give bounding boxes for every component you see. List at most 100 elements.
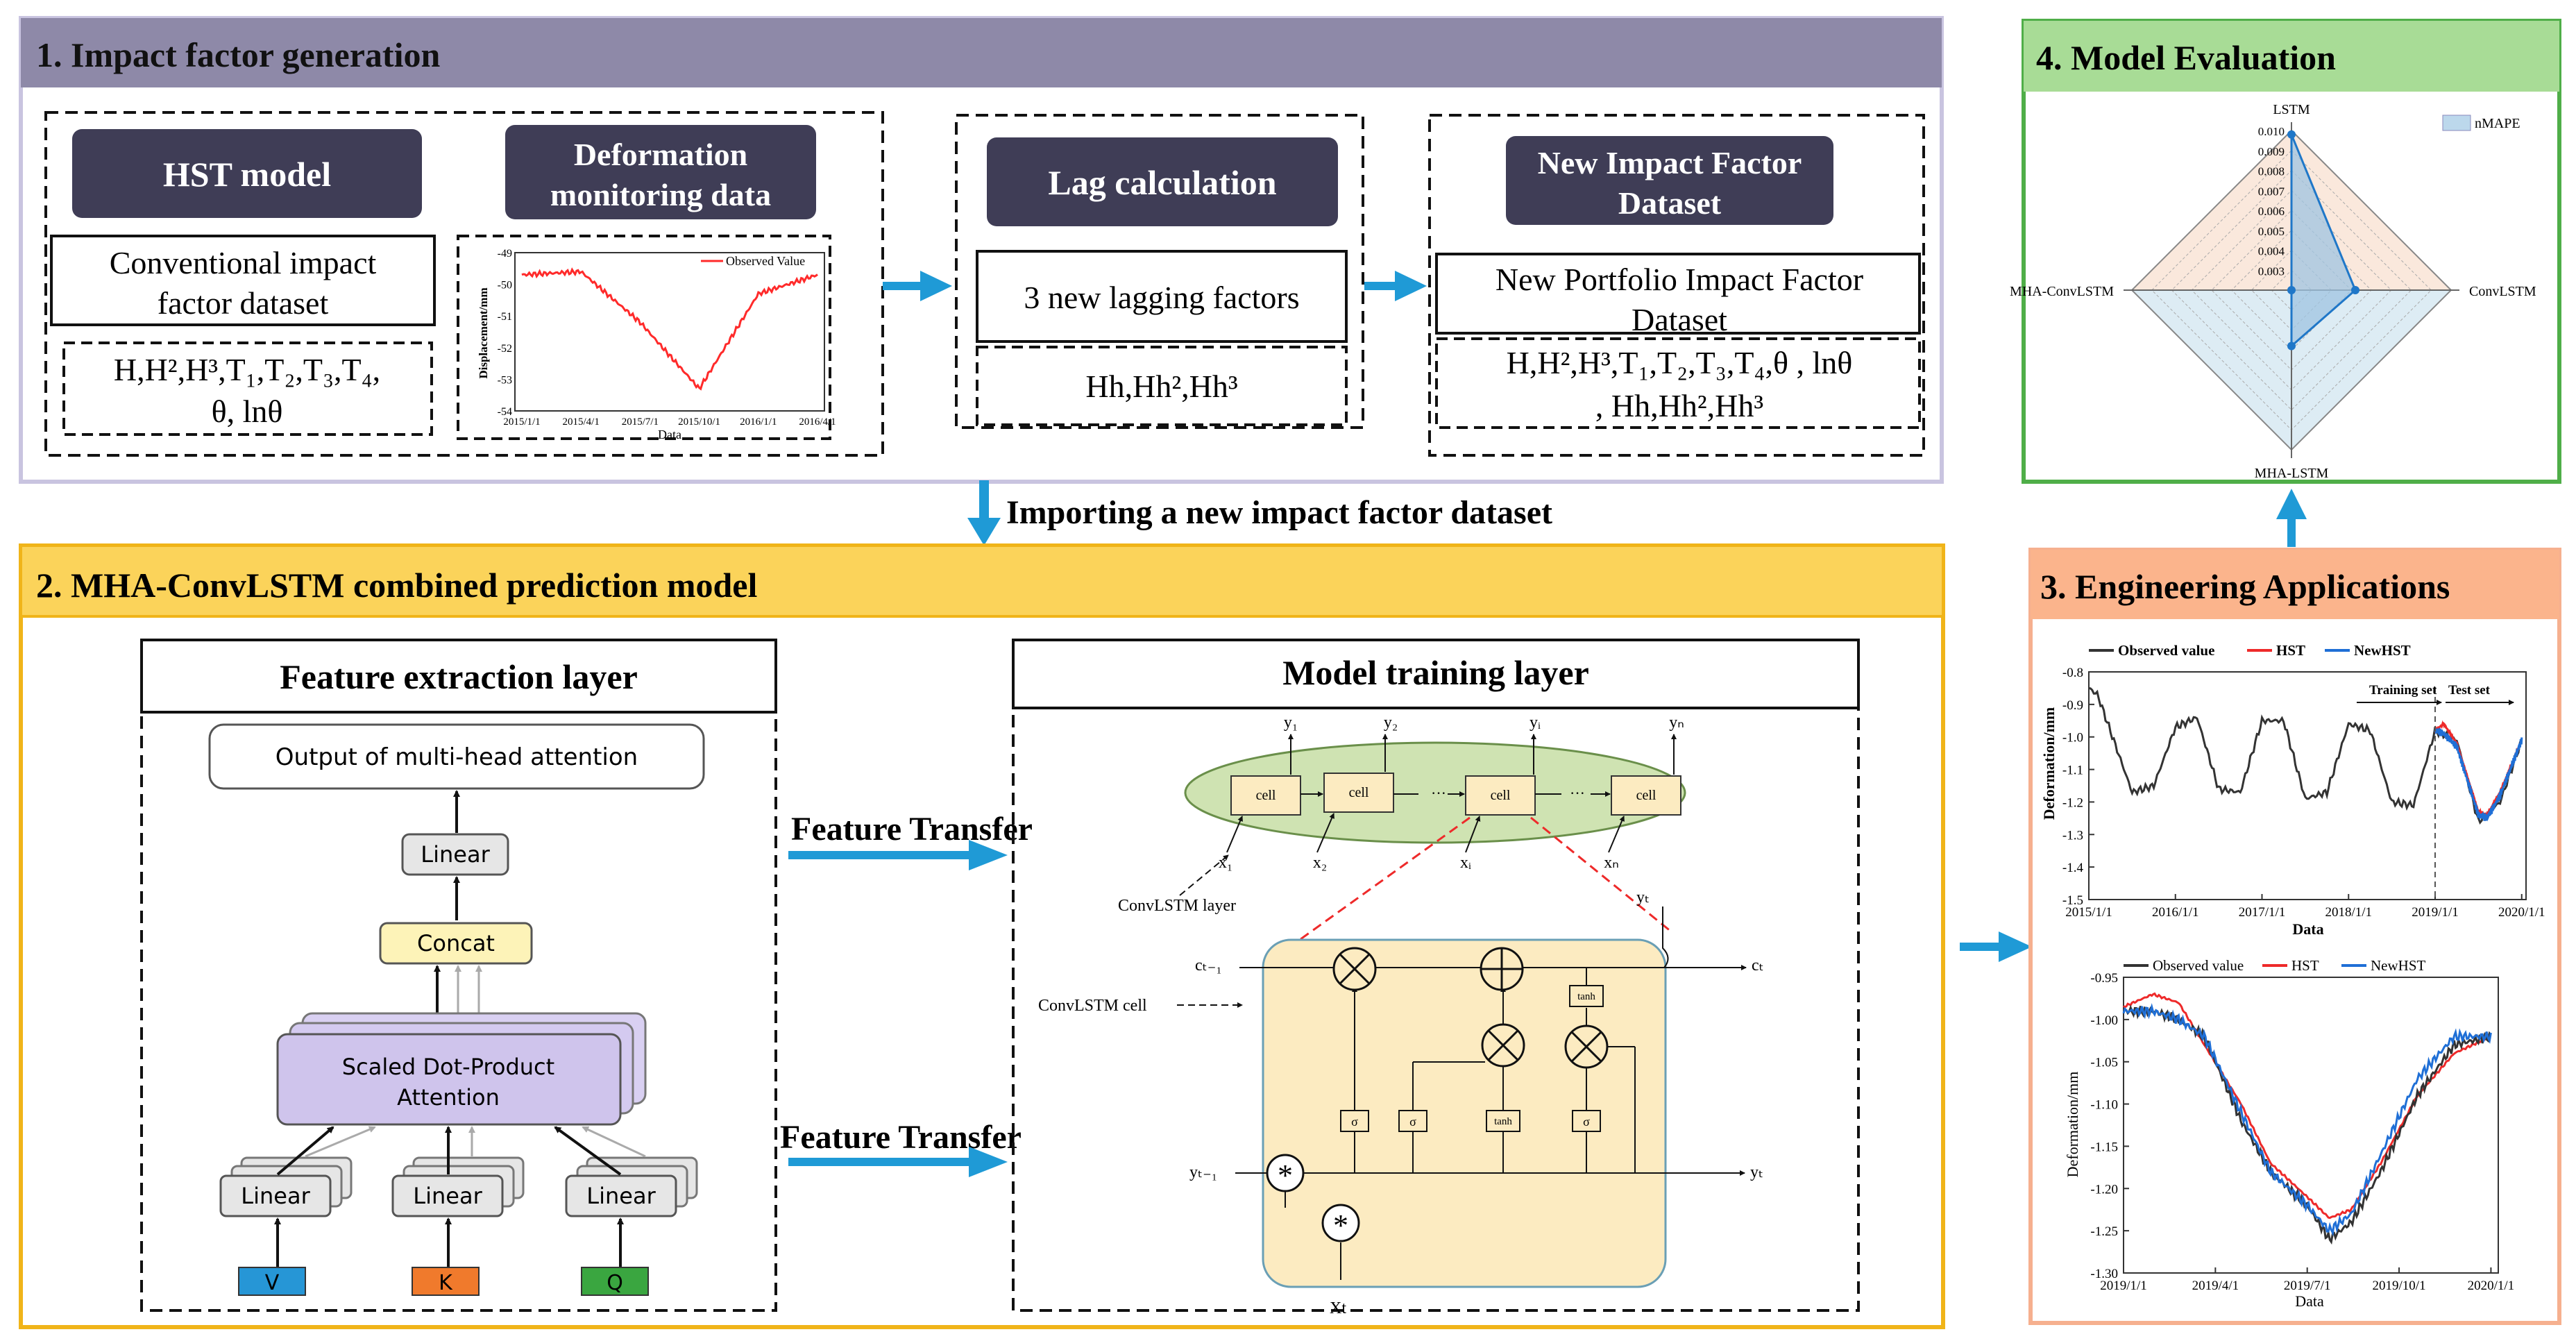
hst-factors-box <box>62 341 433 436</box>
x-tick-label: 2019/1/1 <box>2412 905 2459 920</box>
arrow-linear-v-to-attn-2 <box>305 1126 376 1158</box>
x-tick-label: 2020/1/1 <box>2468 1279 2515 1293</box>
deformation-chart-test: -0.95-1.00-1.05-1.10-1.15-1.20-1.25-1.30… <box>2090 957 2514 1293</box>
v-input-label: V <box>265 1271 280 1295</box>
y-tick-label: -1.1 <box>2062 764 2083 778</box>
panel4-header <box>2024 21 2559 92</box>
linear-q-box <box>565 1174 677 1217</box>
v-input-box <box>238 1267 306 1296</box>
sigma-gate-1 <box>1340 1110 1369 1132</box>
linear-top-box <box>401 833 509 876</box>
radar-grid-ring <box>2271 269 2312 311</box>
radar-legend: nMAPE <box>2475 116 2520 131</box>
x-tick-label: 2019/4/1 <box>2192 1279 2239 1293</box>
y-tick-label: -1.30 <box>2090 1267 2118 1281</box>
cell-wiring <box>1235 906 1747 1280</box>
arrow-linear-q-to-attn-2 <box>582 1126 646 1158</box>
x-tick-label: 2018/1/1 <box>2325 905 2372 920</box>
radar-axis-label-lstm: LSTM <box>2273 102 2310 117</box>
arrow-linear-q-to-attn <box>554 1126 622 1176</box>
linear-v-stack: Linear <box>219 1156 353 1217</box>
gate-boxes: σ σ tanh σ tanh <box>1340 985 1604 1132</box>
radar-tick-label: 0.006 <box>2258 205 2285 218</box>
radar-tick-label: 0.010 <box>2258 125 2285 138</box>
training-set-label: Training set <box>2369 683 2437 698</box>
label-y2: y₂ <box>1384 714 1398 732</box>
mini-chart-y-tick: -54 <box>498 406 512 418</box>
import-label: Importing a new impact factor dataset <box>1006 494 1552 531</box>
cell-i: cell <box>1465 775 1536 816</box>
panel-engineering-applications: 3. Engineering Applications -0.8-0.9-1.0… <box>2028 548 2561 1325</box>
attention-line2: Attention <box>397 1084 500 1111</box>
arrow-feature-transfer-2-head <box>969 1147 1008 1177</box>
conv-operator-1-glyph: * <box>1278 1158 1293 1192</box>
cell-1-label: cell <box>1256 788 1276 803</box>
panel-impact-factor-generation: 1. Impact factor generation HST model Co… <box>19 16 1944 484</box>
mini-chart-x-tick: 2016/1/1 <box>740 416 777 428</box>
linear-v-label: Linear <box>241 1183 310 1209</box>
mini-chart-plot-area <box>514 252 825 412</box>
feature-transfer-1: Feature Transfer <box>791 811 1033 847</box>
legend-label: HST <box>2276 642 2305 659</box>
mini-chart-x-tick: 2015/10/1 <box>678 416 720 428</box>
tanh-gate-cell-label: tanh <box>1577 991 1595 1002</box>
new-dataset-line2: Dataset <box>1618 185 1722 221</box>
x-tick-label: 2017/1/1 <box>2239 905 2286 920</box>
radar-point-0 <box>2287 130 2296 139</box>
q-input-box <box>581 1267 649 1296</box>
sigma-gate-1-label: σ <box>1351 1115 1358 1129</box>
radar-point-2 <box>2287 341 2296 351</box>
portfolio-dataset-box <box>1435 253 1921 335</box>
radar-point-3 <box>2287 286 2296 294</box>
label-x1: x₁ <box>1219 854 1232 872</box>
attention-box <box>276 1033 622 1126</box>
ellipsis-1: ··· <box>1431 784 1446 802</box>
radar-tick-label: 0.007 <box>2258 185 2285 198</box>
conventional-line1: Conventional impact <box>110 245 377 280</box>
panel1-title: 1. Impact factor generation <box>36 35 440 74</box>
mini-chart-series-observed <box>521 267 818 391</box>
radar-axis-label-mha-lstm: MHA-LSTM <box>2255 466 2329 481</box>
k-input-box <box>412 1267 480 1296</box>
y-tick-label: -0.9 <box>2062 698 2083 713</box>
mini-chart-y-tick: -51 <box>498 311 512 323</box>
y-tick-label: -1.05 <box>2090 1056 2118 1070</box>
tanh-gate <box>1486 1110 1520 1132</box>
new-dataset-box <box>1506 136 1833 225</box>
new-dataset-line1: New Impact Factor <box>1538 145 1802 180</box>
mini-chart-xlabel: Data <box>658 428 681 441</box>
y-tick-label: -1.25 <box>2090 1224 2118 1239</box>
label-c-prev: cₜ₋₁ <box>1195 956 1222 975</box>
attention-line1: Scaled Dot-Product <box>342 1054 554 1080</box>
feature-layer-title: Feature extraction layer <box>280 657 638 696</box>
arrow-model-to-applications-head <box>1999 931 2032 962</box>
portfolio-line1: New Portfolio Impact Factor <box>1495 262 1863 297</box>
label-y-t-top: yₜ <box>1636 888 1650 906</box>
k-input-label: K <box>439 1271 453 1295</box>
arrow-applications-to-evaluation-head <box>2276 489 2307 519</box>
linear-k-stack: Linear <box>391 1156 525 1217</box>
convlstm-io-arrows <box>1226 734 1677 853</box>
panel1-header <box>21 18 1942 87</box>
lag-group-frame <box>955 114 1364 429</box>
cell-n: cell <box>1611 775 1681 816</box>
legend-label: Observed value <box>2153 957 2244 974</box>
sigma-gate-2 <box>1398 1110 1427 1132</box>
lagging-factors-label: 3 new lagging factors <box>1024 280 1299 315</box>
panel3-header <box>2031 550 2559 619</box>
linear-k-label: Linear <box>413 1183 482 1209</box>
mini-chart-y-ticks: -49-50-51-52-53-54 <box>498 248 512 418</box>
test-set-label: Test set <box>2448 683 2491 698</box>
hst-model-label: HST model <box>163 155 331 194</box>
y-tick-label: -1.15 <box>2090 1140 2118 1154</box>
mini-chart-y-tick: -49 <box>498 248 512 260</box>
convlstm-cell-label: ConvLSTM cell <box>1038 997 1147 1015</box>
y-tick-label: -1.3 <box>2062 828 2083 843</box>
radar-tick-label: 0.005 <box>2258 225 2285 238</box>
radar-tick-label: 0.003 <box>2258 264 2285 278</box>
sigma-gate-2-label: σ <box>1409 1115 1416 1129</box>
chart1-ylabel: Deformation/mm <box>2040 707 2058 820</box>
y-tick-label: -1.00 <box>2090 1013 2118 1028</box>
label-yn: yₙ <box>1669 714 1684 732</box>
